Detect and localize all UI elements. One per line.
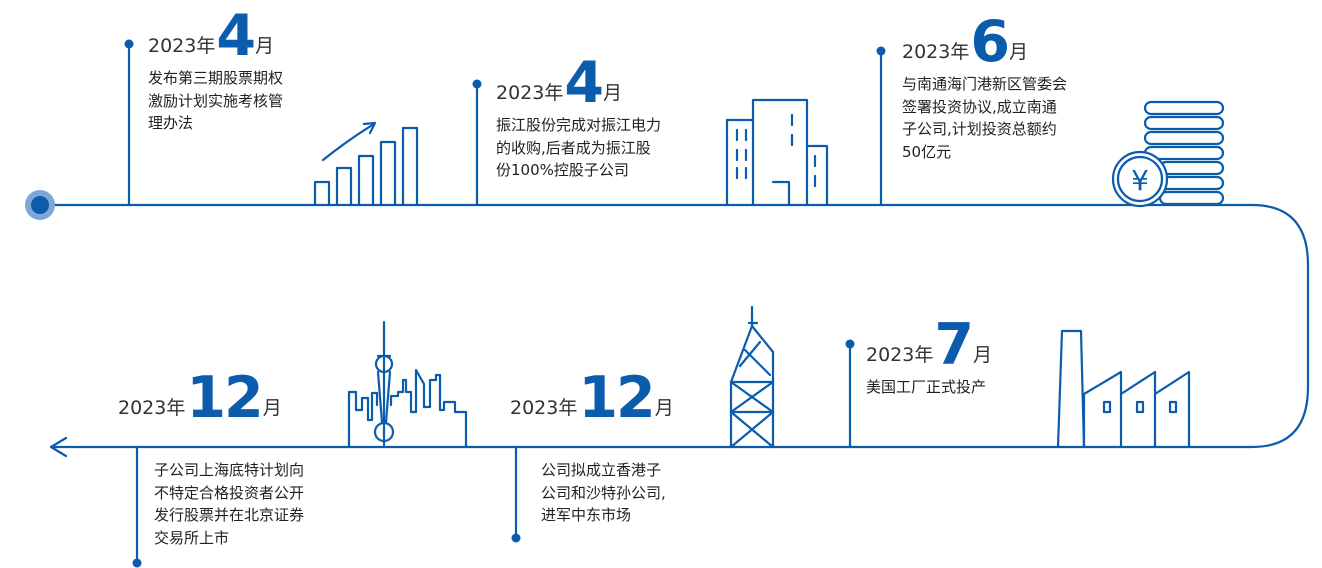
milestone-date: 2023年12月	[510, 365, 674, 431]
timeline-path	[38, 203, 1310, 449]
stem-dot-2	[472, 79, 482, 89]
milestone-6-description: 子公司上海底特计划向 不特定合格投资者公开 发行股票并在北京证券 交易所上市	[154, 461, 305, 547]
milestone-date: 2023年12月	[118, 365, 282, 431]
milestone-date: 2023年4月	[148, 3, 275, 69]
start-dot	[31, 196, 49, 214]
stem-dot-1	[124, 39, 134, 49]
milestone-date: 2023年4月	[496, 50, 623, 116]
milestone-1: 2023年4月 发布第三期股票期权 激励计划实施考核管 理办法	[148, 8, 283, 135]
milestone-date: 2023年6月	[902, 9, 1029, 75]
yen-symbol: ¥	[1131, 164, 1149, 197]
factory-icon	[1056, 329, 1191, 449]
office-buildings-icon	[725, 98, 829, 207]
growth-chart-icon	[313, 121, 419, 207]
milestone-6: 2023年12月	[118, 370, 282, 427]
milestone-description: 与南通海门港新区管委会 签署投资协议,成立南通 子公司,计划投资总额约 50亿元	[902, 75, 1068, 161]
milestone-4: 2023年7月 美国工厂正式投产	[866, 317, 992, 399]
milestone-description: 发布第三期股票期权 激励计划实施考核管 理办法	[148, 69, 284, 132]
milestone-date: 2023年7月	[866, 312, 993, 378]
milestone-5: 2023年12月	[510, 370, 674, 427]
milestone-description: 美国工厂正式投产	[866, 378, 987, 396]
milestone-description: 振江股份完成对振江电力 的收购,后者成为振江股 份100%控股子公司	[496, 116, 662, 179]
stem-dot-3	[876, 46, 886, 56]
stem-dot-6	[132, 558, 142, 568]
milestone-3: 2023年6月 与南通海门港新区管委会 签署投资协议,成立南通 子公司,计划投资…	[902, 14, 1067, 163]
stem-dot-5	[511, 533, 521, 543]
coin-stack-icon	[1111, 100, 1225, 208]
timeline-arrow-icon	[49, 436, 68, 458]
hong-kong-tower-icon	[729, 305, 775, 449]
shanghai-skyline-icon	[347, 320, 468, 449]
stem-dot-4	[845, 339, 855, 349]
milestone-2: 2023年4月 振江股份完成对振江电力 的收购,后者成为振江股 份100%控股子…	[496, 55, 661, 182]
milestone-5-description: 公司拟成立香港子 公司和沙特孙公司, 进军中东市场	[541, 461, 666, 524]
